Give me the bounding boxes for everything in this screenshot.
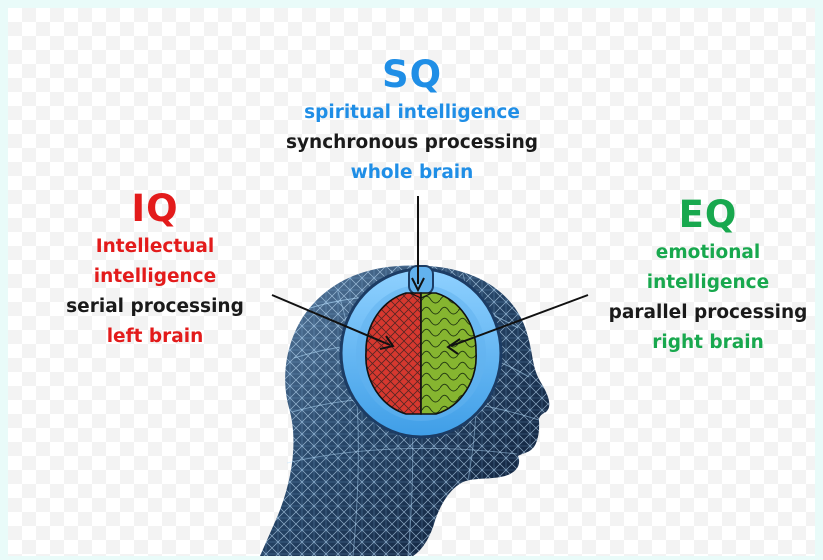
brain-divider-notches xyxy=(409,292,433,414)
sq-label-group: SQ spiritual intelligence synchronous pr… xyxy=(262,52,562,188)
iq-line-2: intelligence xyxy=(93,266,217,287)
eq-line-3: parallel processing xyxy=(608,302,808,323)
iq-label-group: IQ Intellectual intelligence serial proc… xyxy=(40,186,270,352)
left-brain-crosshatch-icon xyxy=(365,292,422,415)
sq-line-1: spiritual intelligence xyxy=(304,102,520,123)
diagram-canvas: SQ spiritual intelligence synchronous pr… xyxy=(8,8,815,556)
eq-line-1: emotional xyxy=(655,242,761,263)
eq-line-2: intelligence xyxy=(646,272,770,293)
iq-line-3: serial processing xyxy=(66,296,244,317)
right-brain-wave-icon xyxy=(420,292,477,415)
head-diagram xyxy=(260,196,589,556)
eq-title: EQ xyxy=(678,193,738,236)
iq-line-1: Intellectual xyxy=(95,236,215,257)
iq-title: IQ xyxy=(131,187,179,230)
sq-title: SQ xyxy=(381,53,443,96)
connector-arrows xyxy=(271,196,589,355)
sq-line-3: whole brain xyxy=(350,162,474,183)
sq-line-2: synchronous processing xyxy=(285,132,539,153)
iq-line-4: left brain xyxy=(106,326,204,347)
eq-line-4: right brain xyxy=(652,332,764,353)
eq-label-group: EQ emotional intelligence parallel proce… xyxy=(585,192,815,358)
